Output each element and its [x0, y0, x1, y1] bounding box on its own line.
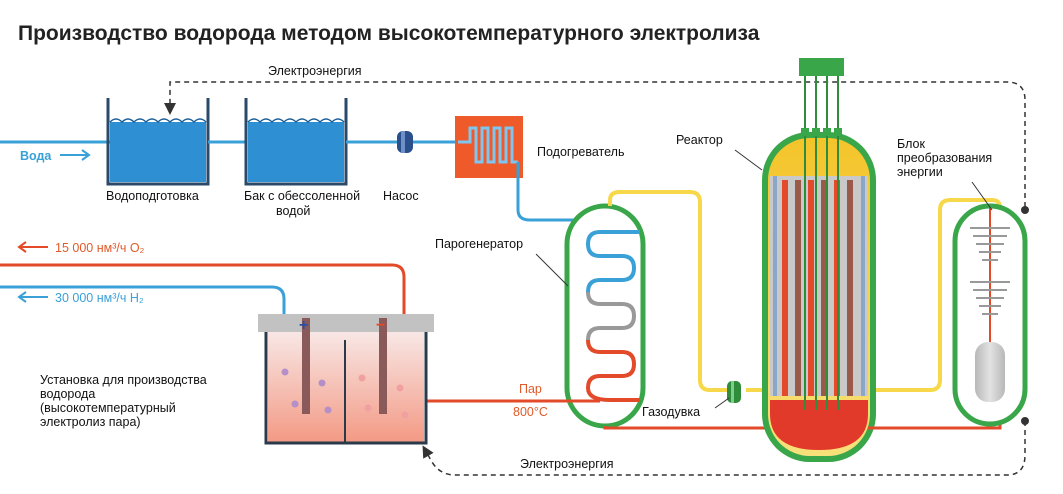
- electricity-node-top: [1021, 206, 1029, 214]
- oxygen-flow-label: 15 000 нм³/ч O₂: [55, 241, 145, 255]
- installation-label-line4: электролиз пара): [40, 415, 141, 429]
- water-label: Вода: [20, 149, 52, 163]
- heater-coil: [458, 126, 518, 164]
- water-treatment-tank: [110, 122, 206, 182]
- steam-generator-label: Парогенератор: [435, 237, 523, 251]
- reactor-label: Реактор: [676, 133, 723, 147]
- sg-coil-hot: [585, 339, 640, 402]
- page-title: Производство водорода методом высокотемп…: [18, 22, 760, 45]
- oxygen-pipe: [0, 263, 406, 314]
- steam-generator: [564, 203, 646, 429]
- hot-gas-pipe-left: [603, 426, 770, 430]
- energy-block-label-line2: преобразования: [897, 151, 992, 165]
- installation-label-line3: (высокотемпературный: [40, 401, 176, 415]
- electrolyzer-lid: [258, 314, 434, 332]
- helium-pipe-right: [876, 198, 1002, 392]
- minus-sign: −: [376, 317, 385, 334]
- electricity-bottom-label: Электроэнергия: [520, 457, 614, 471]
- heater-label: Подогреватель: [537, 145, 624, 159]
- anode: [302, 318, 310, 414]
- hydrogen-pipe: [0, 285, 286, 314]
- energy-block-label-line1: Блок: [897, 137, 925, 151]
- reactor-bottom-plenum: [770, 400, 868, 450]
- sg-coil-cold: [585, 230, 640, 293]
- hydrogen-flow-label: 30 000 нм³/ч H₂: [55, 291, 144, 305]
- generator-capsule: [975, 342, 1005, 402]
- steam-temp-label: 800°C: [513, 405, 548, 419]
- helium-pipe-left-top: [608, 190, 736, 392]
- steam-label: Пар: [519, 382, 542, 396]
- electricity-node-bottom: [1021, 417, 1029, 425]
- gas-blower-label: Газодувка: [642, 405, 700, 419]
- demineralized-water-tank: [248, 122, 344, 182]
- reactor-control-rods: [799, 58, 844, 410]
- energy-block-label-line3: энергии: [897, 165, 943, 179]
- plus-sign: +: [299, 317, 308, 334]
- electricity-top-label: Электроэнергия: [268, 64, 362, 78]
- tank-label-line1: Бак с обессоленной: [244, 189, 360, 203]
- water-treatment-label: Водоподготовка: [106, 189, 199, 203]
- electricity-top-line: [164, 81, 1026, 207]
- cathode: [379, 318, 387, 414]
- sg-coil-mid: [586, 291, 637, 341]
- installation-label-line2: водорода: [40, 387, 95, 401]
- pump-label: Насос: [383, 189, 419, 203]
- turbine-blades: [970, 227, 1010, 315]
- tank-label-line2: водой: [276, 204, 310, 218]
- installation-label-line1: Установка для производства: [40, 373, 207, 387]
